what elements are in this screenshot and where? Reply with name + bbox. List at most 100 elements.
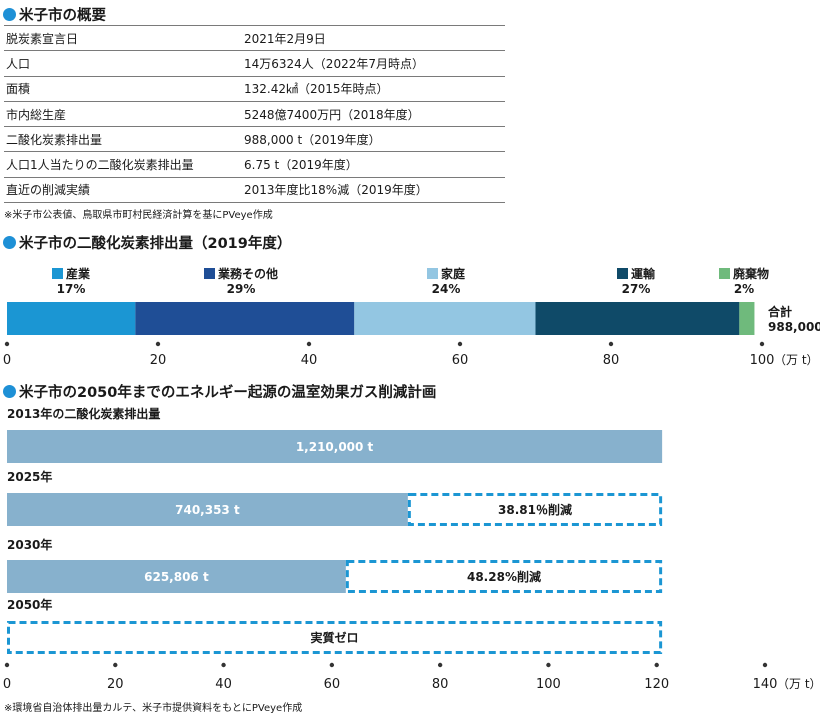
legend-swatch-icon [427, 268, 438, 279]
legend-percent: 24% [431, 282, 461, 296]
axis-tick-label: 100 [750, 353, 775, 368]
axis-tick-dot [759, 341, 765, 347]
axis-tick-dot [306, 341, 312, 347]
bullet-dot-icon [3, 385, 16, 398]
row-value: 988,000 t（2019年度） [242, 126, 505, 153]
axis-tick-label: 40 [215, 677, 232, 692]
axis-tick-label: 80 [432, 677, 449, 692]
reduction-box [345, 560, 663, 593]
bullet-dot-icon [3, 236, 16, 249]
row-value: 132.42㎢（2015年時点） [242, 76, 505, 102]
axis-tick-dot [457, 341, 463, 347]
axis-tick-dot [329, 662, 335, 668]
row-value: 5248億7400万円（2018年度） [242, 101, 505, 128]
reduction-label: 実質ゼロ [311, 630, 359, 645]
axis-tick-dot [654, 662, 659, 668]
row-label: 人口1人当たりの二酸化炭素排出量 [4, 151, 242, 178]
axis-tick-label: 60 [324, 677, 341, 692]
legend-swatch-icon [204, 268, 215, 279]
row-label: 面積 [4, 76, 242, 102]
bar-segment-1 [135, 302, 355, 335]
bar-segment-4 [739, 302, 755, 335]
row-value: 2013年度比18%減（2019年度） [242, 177, 505, 204]
legend-percent: 2% [733, 282, 755, 296]
bar-value-label: 740,353 t [175, 503, 240, 517]
axis-tick-dot [546, 662, 551, 668]
legend-swatch-icon [52, 268, 63, 279]
legend-label: 廃棄物 [733, 267, 770, 281]
plan-bar [7, 560, 346, 593]
category-label: 2025年 [7, 469, 52, 484]
axis-tick-label: 40 [301, 353, 318, 368]
row-label: 脱炭素宣言日 [4, 24, 242, 52]
reduction-box [407, 493, 663, 526]
axis-tick-label: 80 [603, 353, 620, 368]
axis-unit-label: （万 t） [774, 353, 819, 367]
legend-label: 運輸 [631, 267, 656, 281]
axis-tick-label: 140 [753, 677, 778, 692]
overview-title: 米子市の概要 [3, 4, 106, 25]
legend-percent: 17% [56, 282, 86, 296]
row-label: 人口 [4, 50, 242, 77]
row-value: 2021年2月9日 [242, 24, 505, 52]
axis-tick-dot [4, 662, 10, 668]
axis-tick-dot [221, 662, 226, 668]
axis-tick-label: 120 [644, 677, 669, 692]
axis-tick-dot [608, 341, 614, 347]
bar-segment-2 [354, 302, 536, 335]
legend-label: 業務その他 [218, 267, 279, 281]
bullet-dot-icon [3, 8, 16, 21]
axis-tick-label: 60 [452, 353, 469, 368]
overview-source-note: ※米子市公表値、鳥取県市町村民経済計算を基にPVeye作成 [4, 210, 273, 221]
axis-tick-label: 20 [150, 353, 167, 368]
reduction-label: 48.28%削減 [467, 569, 541, 584]
bar-value-label: 1,210,000 t [296, 440, 374, 454]
total-label: 合計 [768, 304, 792, 319]
axis-tick-label: 0 [3, 677, 11, 692]
axis-tick-label: 100 [536, 677, 561, 692]
bar-segment-0 [7, 302, 136, 335]
plan-bar [7, 493, 408, 526]
legend-percent: 27% [621, 282, 651, 296]
axis-tick-dot [437, 662, 443, 668]
row-value: 14万6324人（2022年7月時点） [242, 50, 505, 77]
category-label: 2013年の二酸化炭素排出量 [7, 406, 160, 421]
row-label: 市内総生産 [4, 101, 242, 128]
category-label: 2030年 [7, 537, 52, 552]
row-label: 直近の削減実績 [4, 177, 242, 204]
emissions-title: 米子市の二酸化炭素排出量（2019年度） [3, 232, 291, 253]
legend-label: 産業 [66, 267, 91, 281]
reduction-label: 38.81％削減 [498, 502, 572, 517]
axis-tick-label: 0 [3, 353, 11, 368]
bar-value-label: 625,806 t [144, 570, 209, 584]
axis-unit-label: （万 t） [777, 677, 820, 691]
axis-tick-label: 20 [107, 677, 124, 692]
axis-tick-dot [113, 662, 118, 668]
row-label: 二酸化炭素排出量 [4, 126, 242, 153]
bar-segment-3 [535, 302, 740, 335]
plan-bar [7, 430, 663, 463]
axis-tick-dot [155, 341, 161, 347]
total-value: 988,000 t [768, 320, 820, 334]
legend-swatch-icon [719, 268, 730, 279]
plan-source-note: ※環境省自治体排出量カルテ、米子市提供資料をもとにPVeye作成 [4, 703, 303, 714]
category-label: 2050年 [7, 597, 52, 612]
legend-percent: 29% [226, 282, 256, 296]
axis-tick-dot [4, 341, 10, 347]
row-value: 6.75 t（2019年度） [242, 151, 505, 178]
